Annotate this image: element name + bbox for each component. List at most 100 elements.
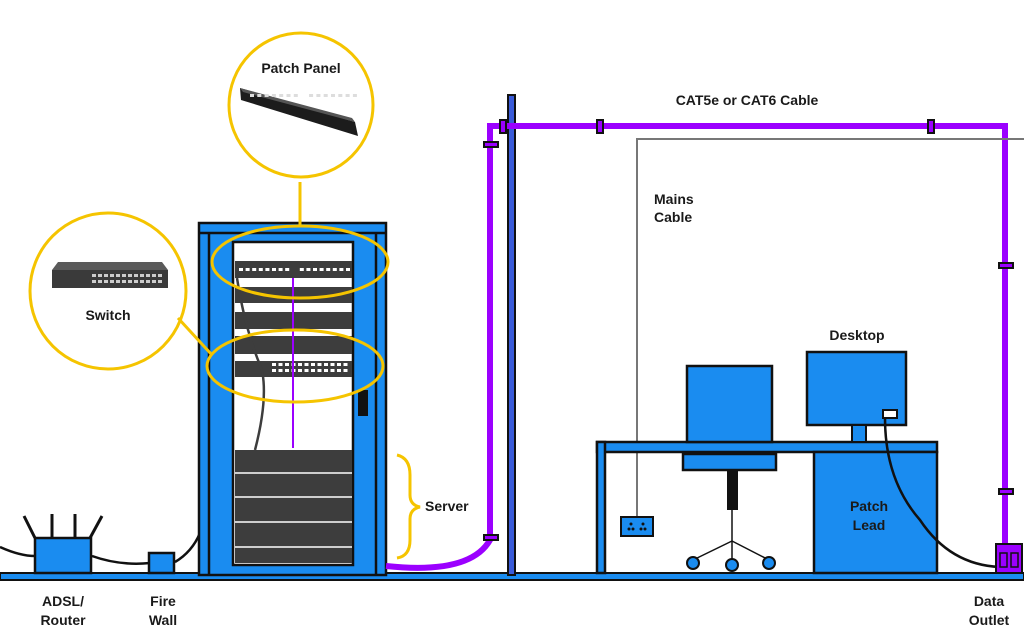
port	[306, 268, 311, 271]
port	[285, 369, 289, 372]
port	[313, 268, 317, 271]
label-patch-panel: Patch Panel	[261, 60, 340, 76]
label-firewall-2: Wall	[149, 612, 177, 628]
port	[352, 94, 357, 97]
monitor-icon	[805, 350, 908, 443]
port	[128, 280, 132, 283]
port	[304, 369, 309, 372]
port	[265, 268, 270, 271]
port	[285, 268, 290, 271]
port	[317, 363, 322, 366]
port	[323, 94, 328, 97]
port	[299, 268, 304, 271]
port	[309, 94, 314, 97]
port	[134, 280, 138, 283]
port	[319, 268, 324, 271]
label-patch-lead-1: Patch	[850, 498, 888, 514]
router-firewall-cable	[91, 554, 151, 565]
cable-clips	[483, 119, 1014, 541]
port	[279, 94, 284, 97]
cat-cable	[385, 123, 1008, 571]
port	[278, 363, 283, 366]
port	[304, 363, 309, 366]
mains-cable	[636, 138, 1024, 516]
switch-callout	[28, 211, 188, 371]
desk-icon	[595, 440, 939, 575]
port	[245, 268, 250, 271]
label-router-1: ADSL/	[42, 593, 84, 609]
port	[140, 280, 144, 283]
port	[324, 363, 328, 366]
patch-panel-callout	[227, 31, 375, 179]
label-server: Server	[425, 498, 469, 514]
port	[104, 274, 108, 277]
port	[337, 369, 341, 372]
server-brace	[396, 453, 421, 560]
port	[311, 369, 315, 372]
port	[343, 363, 348, 366]
port	[278, 369, 283, 372]
label-patch-lead-2: Lead	[853, 517, 886, 533]
port	[140, 274, 144, 277]
port	[116, 274, 120, 277]
port	[324, 369, 328, 372]
port	[346, 268, 350, 271]
label-cat-cable: CAT5e or CAT6 Cable	[676, 92, 819, 108]
patch-panel-icon	[240, 88, 358, 136]
port	[298, 363, 302, 366]
port	[158, 274, 162, 277]
port	[331, 94, 335, 97]
port	[286, 94, 291, 97]
port	[271, 94, 276, 97]
port	[128, 274, 132, 277]
port	[92, 280, 96, 283]
label-switch: Switch	[85, 307, 130, 323]
port	[337, 363, 341, 366]
port	[239, 268, 243, 271]
port	[326, 268, 331, 271]
port	[345, 94, 350, 97]
port	[272, 369, 276, 372]
port	[258, 268, 263, 271]
patch-panel-unit	[235, 261, 352, 278]
port	[98, 280, 102, 283]
port	[338, 94, 343, 97]
port	[298, 369, 302, 372]
callout-lines	[28, 31, 421, 560]
port	[293, 94, 298, 97]
label-mains-cable-1: Mains	[654, 191, 694, 207]
port	[146, 274, 150, 277]
port	[110, 274, 114, 277]
chair-icon	[681, 364, 778, 572]
port	[316, 94, 321, 97]
port	[330, 369, 335, 372]
port	[272, 268, 276, 271]
router-icon	[22, 514, 104, 575]
port	[152, 280, 156, 283]
port	[110, 280, 114, 283]
port	[152, 274, 156, 277]
data-outlet-icon	[995, 543, 1023, 574]
port	[330, 363, 335, 366]
port	[250, 94, 254, 97]
port	[122, 280, 126, 283]
power-socket-icon	[620, 516, 654, 537]
port	[285, 363, 289, 366]
patch-lead	[883, 417, 1001, 569]
wall	[507, 94, 516, 576]
port	[317, 369, 322, 372]
port	[146, 280, 150, 283]
firewall-icon	[147, 551, 176, 575]
label-firewall-1: Fire	[150, 593, 176, 609]
port	[272, 363, 276, 366]
label-data-outlet-1: Data	[974, 593, 1005, 609]
firewall-rack-cable	[174, 532, 202, 564]
port	[311, 363, 315, 366]
switch-icon	[52, 262, 168, 288]
router-cable-left	[0, 545, 36, 558]
server-units	[235, 450, 352, 563]
port	[332, 268, 337, 271]
port	[104, 280, 108, 283]
port	[252, 268, 257, 271]
